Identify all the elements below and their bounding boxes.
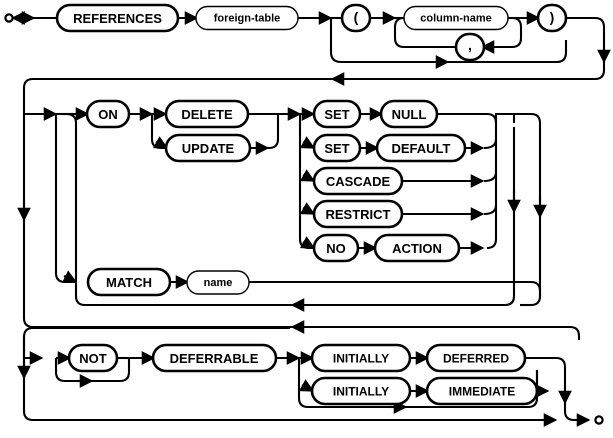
node-immediate-label: IMMEDIATE <box>449 385 515 399</box>
node-deferred-label: DEFERRED <box>443 352 509 366</box>
node-on-label: ON <box>98 107 118 122</box>
diagram-end-marker <box>594 415 604 425</box>
node-cascade-label: CASCADE <box>326 174 391 189</box>
track-section2-bypass-right <box>290 325 581 340</box>
node-default-label: DEFAULT <box>392 141 451 156</box>
diagram-start-marker <box>4 13 14 23</box>
arrow-action-restrict <box>299 202 316 215</box>
track-init-bypass <box>297 358 400 409</box>
node-no-label: NO <box>326 241 346 256</box>
node-update-label: UPDATE <box>182 141 235 156</box>
arrow-action-no-action <box>299 236 316 249</box>
node-initially-immediate-initially-label: INITIALLY <box>333 385 389 399</box>
track-section3-top-left <box>22 326 290 338</box>
track-row1-to-row2 <box>22 77 330 105</box>
node-lparen-label: ( <box>354 9 359 25</box>
track-row1-wrap-left <box>330 69 606 81</box>
track-on-loop-right <box>290 127 516 307</box>
node-column-name-label: column-name <box>420 13 492 25</box>
track-init-bypass-right <box>400 370 539 409</box>
node-comma-label: , <box>468 37 472 53</box>
track-row1-wrap-right <box>566 16 606 70</box>
node-restrict-label: RESTRICT <box>326 207 391 222</box>
track-skip-column-list <box>329 18 470 64</box>
track-default-merge <box>483 138 498 150</box>
arrow-action-set-default <box>299 136 316 149</box>
track-section2-exit-rail <box>514 112 542 307</box>
node-set-default-set-label: SET <box>324 141 349 156</box>
node-initially-deferred-initially-label: INITIALLY <box>333 352 389 366</box>
node-name-label: name <box>204 277 233 289</box>
track-name-out <box>249 280 542 296</box>
track-choice2-to-match <box>54 114 76 284</box>
node-match-label: MATCH <box>106 275 152 290</box>
node-delete-label: DELETE <box>181 107 233 122</box>
track-skip-column-list-rise <box>470 40 568 64</box>
node-foreign-table-label: foreign-table <box>214 13 281 25</box>
node-set-null-set-label: SET <box>324 107 349 122</box>
node-not-label: NOT <box>79 351 107 366</box>
node-action-label: ACTION <box>392 241 442 256</box>
track-cascade-merge <box>483 171 498 183</box>
node-rparen-label: ) <box>550 9 555 25</box>
track-action-merge-top <box>494 112 514 123</box>
track-update-out <box>250 114 280 150</box>
track-restrict-merge <box>483 204 498 216</box>
track-comma-loop-left <box>393 16 456 49</box>
node-null-label: NULL <box>392 107 427 122</box>
node-references-label: REFERENCES <box>73 11 162 26</box>
arrow-choice2-to-match <box>61 270 78 283</box>
track-section3-bypass <box>22 337 300 422</box>
arrow-action-cascade <box>299 169 316 182</box>
node-deferrable-label: DEFERRABLE <box>170 351 259 366</box>
